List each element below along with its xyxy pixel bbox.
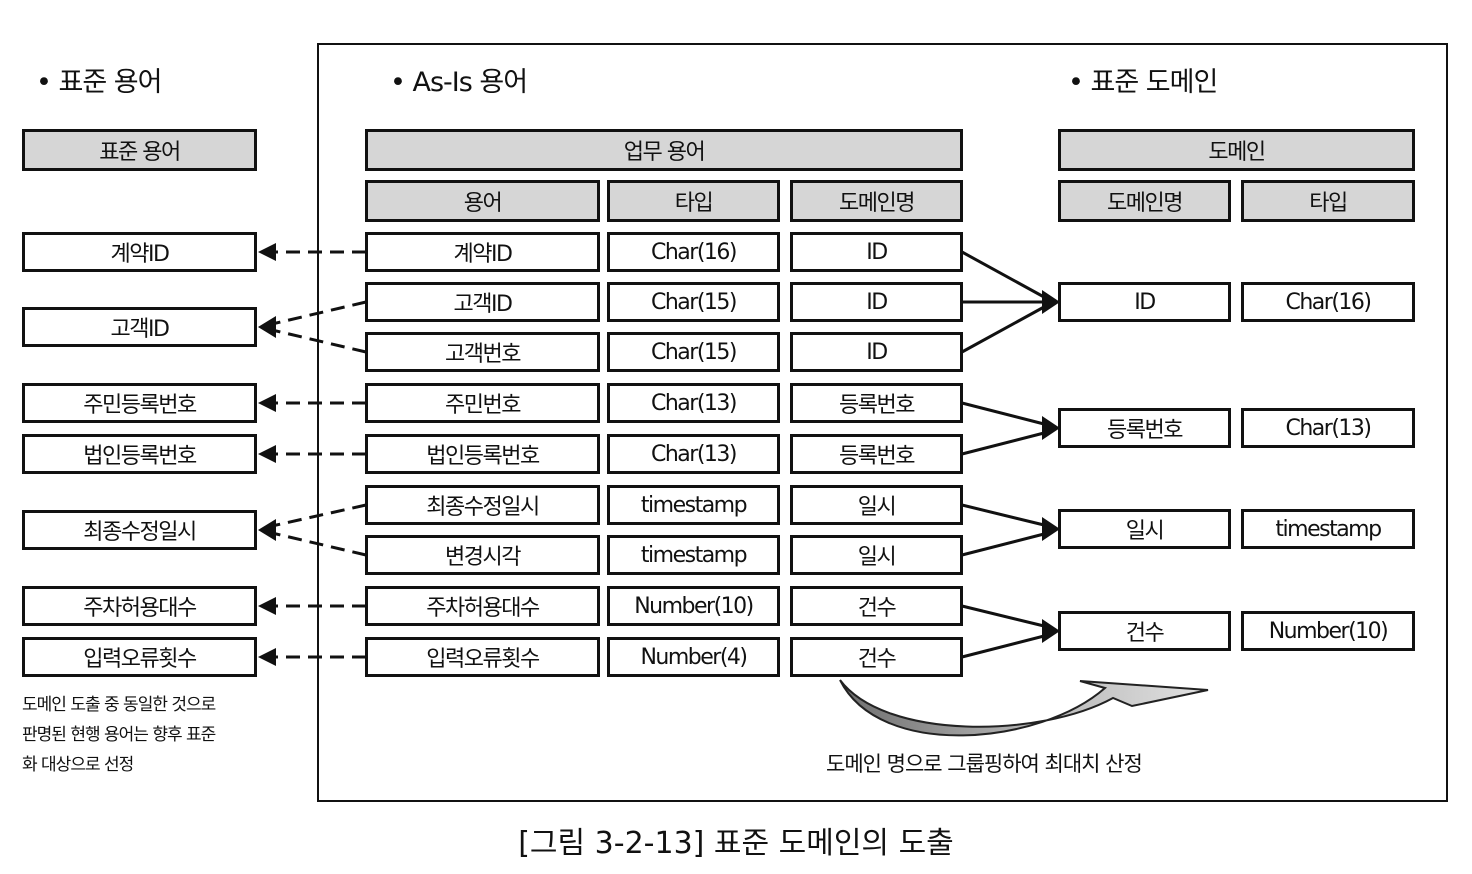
domain-type-cell: Number(10) bbox=[1241, 611, 1415, 651]
header-domain-type: 타입 bbox=[1241, 180, 1415, 222]
arrowhead-right-count bbox=[1042, 619, 1060, 643]
header-domain: 도메인 bbox=[1058, 129, 1415, 171]
arrowhead-right-datetime bbox=[1042, 517, 1060, 541]
header-standard-term: 표준 용어 bbox=[22, 129, 257, 171]
standard-term-box: 주민등록번호 bbox=[22, 383, 257, 423]
map-line-6 bbox=[271, 503, 367, 528]
grouping-note: 도메인 명으로 그룹핑하여 최대치 산정 bbox=[826, 752, 1143, 776]
asis-type-cell: Char(13) bbox=[607, 383, 780, 423]
domain-type-cell: Char(16) bbox=[1241, 282, 1415, 322]
header-type: 타입 bbox=[607, 180, 780, 222]
asis-type-cell: Char(15) bbox=[607, 282, 780, 322]
asis-term-cell: 변경시각 bbox=[365, 535, 600, 575]
asis-type-cell: timestamp bbox=[607, 485, 780, 525]
asis-domain-cell: ID bbox=[790, 232, 963, 272]
asis-type-cell: timestamp bbox=[607, 535, 780, 575]
domain-name-cell: 일시 bbox=[1058, 509, 1231, 549]
standard-term-box: 주차허용대수 bbox=[22, 586, 257, 626]
domain-name-cell: 건수 bbox=[1058, 611, 1231, 651]
domain-name-cell: 등록번호 bbox=[1058, 408, 1231, 448]
left-note-line: 판명된 현행 용어는 향후 표준 bbox=[22, 725, 216, 745]
as-is-frame bbox=[317, 43, 1448, 802]
figure-caption: [그림 3-2-13] 표준 도메인의 도출 bbox=[518, 826, 954, 861]
standard-term-box: 입력오류횟수 bbox=[22, 637, 257, 677]
asis-term-cell: 고객번호 bbox=[365, 332, 600, 372]
asis-term-cell: 주민번호 bbox=[365, 383, 600, 423]
arrowhead-left-6 bbox=[258, 597, 276, 615]
asis-domain-cell: 일시 bbox=[790, 535, 963, 575]
grouping-curve-arrow bbox=[839, 679, 1209, 737]
arrowhead-right-id bbox=[1042, 290, 1060, 314]
asis-type-cell: Number(4) bbox=[607, 637, 780, 677]
asis-domain-cell: ID bbox=[790, 282, 963, 322]
arrowhead-right-reg bbox=[1042, 416, 1060, 440]
asis-term-cell: 계약ID bbox=[365, 232, 600, 272]
domain-name-cell: ID bbox=[1058, 282, 1231, 322]
arrowhead-left-7 bbox=[258, 648, 276, 666]
asis-type-cell: Char(15) bbox=[607, 332, 780, 372]
arrowhead-left-1 bbox=[258, 243, 276, 261]
asis-domain-cell: ID bbox=[790, 332, 963, 372]
left-note-line: 화 대상으로 선정 bbox=[22, 755, 134, 775]
asis-term-cell: 고객ID bbox=[365, 282, 600, 322]
arrowhead-left-5 bbox=[258, 519, 276, 541]
section-title-as-is-term: • As-Is 용어 bbox=[390, 67, 528, 98]
header-business-term: 업무 용어 bbox=[365, 129, 963, 171]
map-line-2 bbox=[271, 300, 367, 326]
arrowhead-left-3 bbox=[258, 394, 276, 412]
standard-term-box: 고객ID bbox=[22, 307, 257, 347]
asis-type-cell: Char(13) bbox=[607, 434, 780, 474]
arrowhead-left-2 bbox=[258, 316, 276, 338]
map-line-7 bbox=[271, 531, 367, 557]
section-title-standard-domain: • 표준 도메인 bbox=[1068, 67, 1218, 98]
standard-term-box: 계약ID bbox=[22, 232, 257, 272]
asis-domain-cell: 건수 bbox=[790, 586, 963, 626]
standard-term-box: 법인등록번호 bbox=[22, 434, 257, 474]
header-domain-domain-name: 도메인명 bbox=[1058, 180, 1231, 222]
domain-type-cell: Char(13) bbox=[1241, 408, 1415, 448]
map-line-3 bbox=[271, 328, 367, 354]
asis-term-cell: 최종수정일시 bbox=[365, 485, 600, 525]
asis-domain-cell: 건수 bbox=[790, 637, 963, 677]
header-term: 용어 bbox=[365, 180, 600, 222]
asis-term-cell: 법인등록번호 bbox=[365, 434, 600, 474]
asis-term-cell: 입력오류횟수 bbox=[365, 637, 600, 677]
standard-term-box: 최종수정일시 bbox=[22, 510, 257, 550]
asis-term-cell: 주차허용대수 bbox=[365, 586, 600, 626]
header-domain-name: 도메인명 bbox=[790, 180, 963, 222]
section-title-standard-term: • 표준 용어 bbox=[36, 67, 162, 98]
asis-domain-cell: 등록번호 bbox=[790, 434, 963, 474]
left-note-line: 도메인 도출 중 동일한 것으로 bbox=[22, 695, 216, 715]
asis-type-cell: Char(16) bbox=[607, 232, 780, 272]
domain-type-cell: timestamp bbox=[1241, 509, 1415, 549]
left-note: 도메인 도출 중 동일한 것으로 판명된 현행 용어는 향후 표준 화 대상으로… bbox=[22, 690, 216, 780]
asis-domain-cell: 일시 bbox=[790, 485, 963, 525]
arrowhead-left-4 bbox=[258, 445, 276, 463]
asis-domain-cell: 등록번호 bbox=[790, 383, 963, 423]
asis-type-cell: Number(10) bbox=[607, 586, 780, 626]
